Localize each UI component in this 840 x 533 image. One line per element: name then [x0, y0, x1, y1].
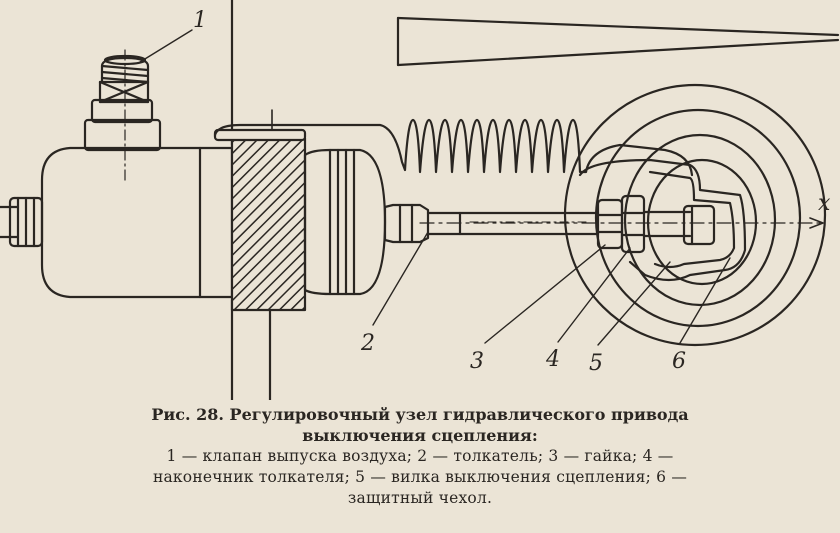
return-spring [213, 118, 694, 177]
leader-2 [372, 231, 429, 326]
leader-1 [139, 29, 193, 63]
diagram-labels: 1 2 3 4 5 6 x [193, 8, 831, 376]
leader-5 [597, 261, 671, 346]
label-5: 5 [589, 351, 603, 376]
lever-wedge [396, 16, 840, 67]
leader-3 [484, 244, 606, 344]
axis-label-x: x [818, 191, 831, 216]
x-axis-line [419, 217, 824, 229]
label-2: 2 [360, 331, 375, 356]
bellhousing-wall [213, 0, 307, 400]
clutch-adjuster-diagram: 1 2 3 4 5 6 x [0, 0, 840, 400]
caption-legend-line-1: 1 — клапан выпуска воздуха; 2 — толкател… [166, 447, 674, 465]
adjusting-nut [596, 194, 646, 254]
figure-caption: Рис. 28. Регулировочный узел гидравличес… [0, 404, 840, 509]
caption-title-line-2: выключения сцепления: [302, 426, 538, 445]
release-fork [578, 158, 747, 282]
cylinder-body [40, 146, 234, 299]
label-3: 3 [470, 349, 484, 374]
label-1: 1 [193, 8, 207, 33]
caption-legend-line-2: наконечник толкателя; 5 — вилка выключен… [152, 468, 688, 486]
leader-lines [139, 29, 731, 346]
cylinder-nut [303, 148, 387, 296]
protective-boot [563, 83, 827, 347]
caption-legend-line-3: защитный чехол. [347, 489, 493, 507]
leader-6 [679, 257, 731, 344]
label-4: 4 [545, 347, 560, 372]
bleeder-valve [83, 49, 162, 181]
pushrod-tip [642, 204, 716, 246]
left-rod-end [0, 196, 44, 248]
leader-4 [557, 247, 631, 343]
label-6: 6 [672, 349, 686, 374]
caption-title-line-1: Рис. 28. Регулировочный узел гидравличес… [151, 405, 689, 424]
